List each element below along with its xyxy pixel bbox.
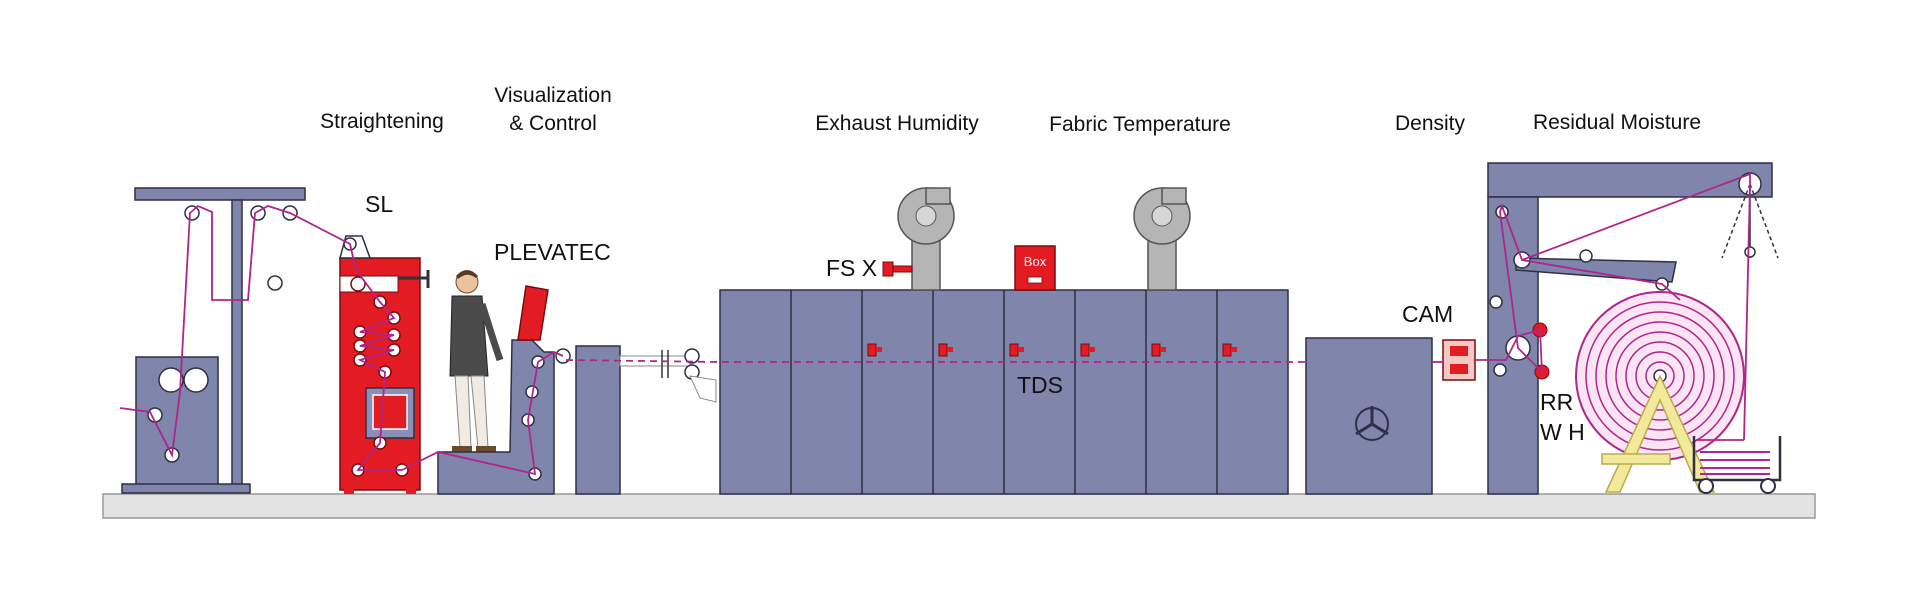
cooling-unit (1305, 337, 1433, 495)
dryer-housing (719, 289, 1289, 495)
feed-unit (121, 187, 306, 494)
tag-fsx: FS X (826, 255, 877, 281)
fsx-sensor (882, 261, 913, 277)
exhaust-fan-2 (1133, 187, 1191, 291)
label-visualization: Visualization (494, 84, 612, 107)
tds-sensors (867, 343, 1237, 357)
label-exhaust-humidity: Exhaust Humidity (815, 112, 979, 135)
tag-tds: TDS (1017, 372, 1063, 398)
label-residual-moisture: Residual Moisture (1533, 111, 1701, 134)
label-density: Density (1395, 112, 1466, 135)
tag-wh: W H (1540, 419, 1585, 445)
tag-sl: SL (365, 191, 393, 217)
label-control: & Control (509, 112, 597, 135)
label-fabric-temperature: Fabric Temperature (1049, 113, 1231, 136)
label-straightening: Straightening (320, 110, 444, 133)
tag-box: Box (1024, 254, 1047, 269)
measurement-box (1014, 245, 1056, 291)
tag-cam: CAM (1402, 301, 1453, 327)
floor-base (102, 493, 1816, 519)
control-console (437, 285, 555, 495)
straightener-machine (339, 235, 430, 494)
operator-figure (449, 270, 504, 452)
tag-plevatec: PLEVATEC (494, 239, 611, 265)
inlet-unit (555, 345, 717, 495)
cam-sensor (1442, 339, 1476, 381)
fabric-trolley (1692, 436, 1782, 494)
fabric-path (119, 172, 1751, 476)
tag-rr: RR (1540, 389, 1573, 415)
exhaust-fan-1 (897, 187, 955, 291)
